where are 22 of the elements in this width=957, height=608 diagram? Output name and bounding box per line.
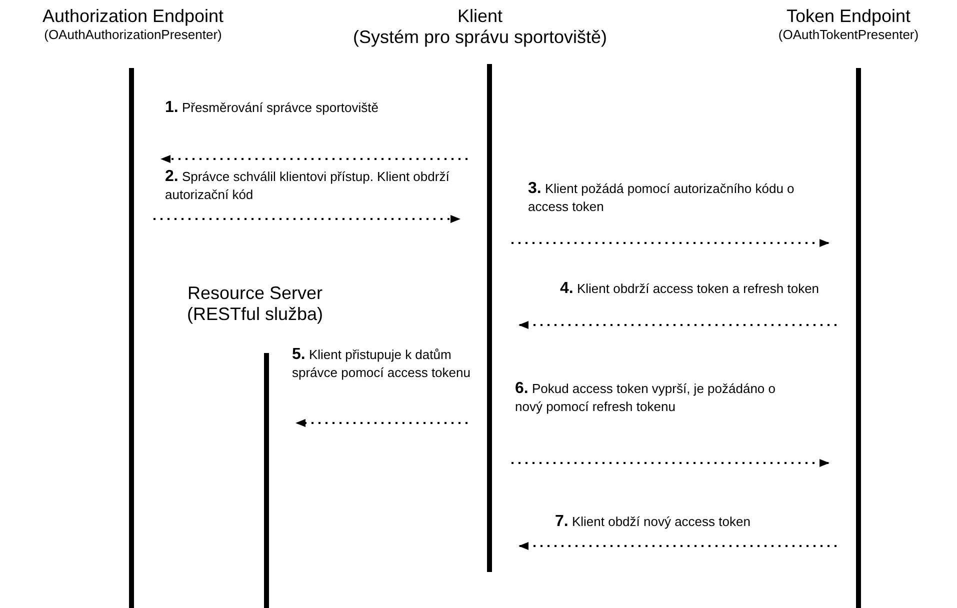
- message-label: 6. Pokud access token vyprší, je požádáno o nový pomocí refresh tokenu: [515, 380, 776, 416]
- participant-subtitle: (RESTful služba): [186, 304, 324, 325]
- participant-name: Token Endpoint: [785, 6, 912, 27]
- participant-subtitle: (Systém pro správu sportoviště): [352, 27, 608, 48]
- message-label: 3. Klient požádá pomocí autorizačního kódu o access token: [528, 180, 796, 216]
- participant-subtitle: (OAuthTokentPresenter): [777, 27, 920, 43]
- message-arrow: [512, 459, 830, 467]
- message-label: 7. Klient obdží nový access token: [555, 513, 752, 531]
- message-arrow: [518, 542, 836, 550]
- message-arrow: [512, 239, 830, 247]
- message-arrow: [154, 215, 460, 223]
- participant-subtitle: (OAuthAuthorizationPresenter): [43, 27, 223, 43]
- participant-name: Authorization Endpoint: [41, 6, 225, 27]
- message-arrow: [160, 155, 468, 163]
- message-label: 1. Přesměrování správce sportoviště: [165, 99, 380, 117]
- participant-name: Resource Server: [186, 283, 324, 304]
- message-label: 5. Klient přistupuje k datům správce pomocí access tokenu: [292, 346, 472, 382]
- message-label: 4. Klient obdrží access token a refresh token: [560, 280, 820, 298]
- message-arrow: [296, 419, 468, 427]
- message-arrow: [518, 321, 836, 329]
- message-label: 2. Správce schválil klientovi přístup. Klient obdrží autorizační kód: [165, 168, 450, 204]
- participant-name: Klient: [456, 6, 504, 27]
